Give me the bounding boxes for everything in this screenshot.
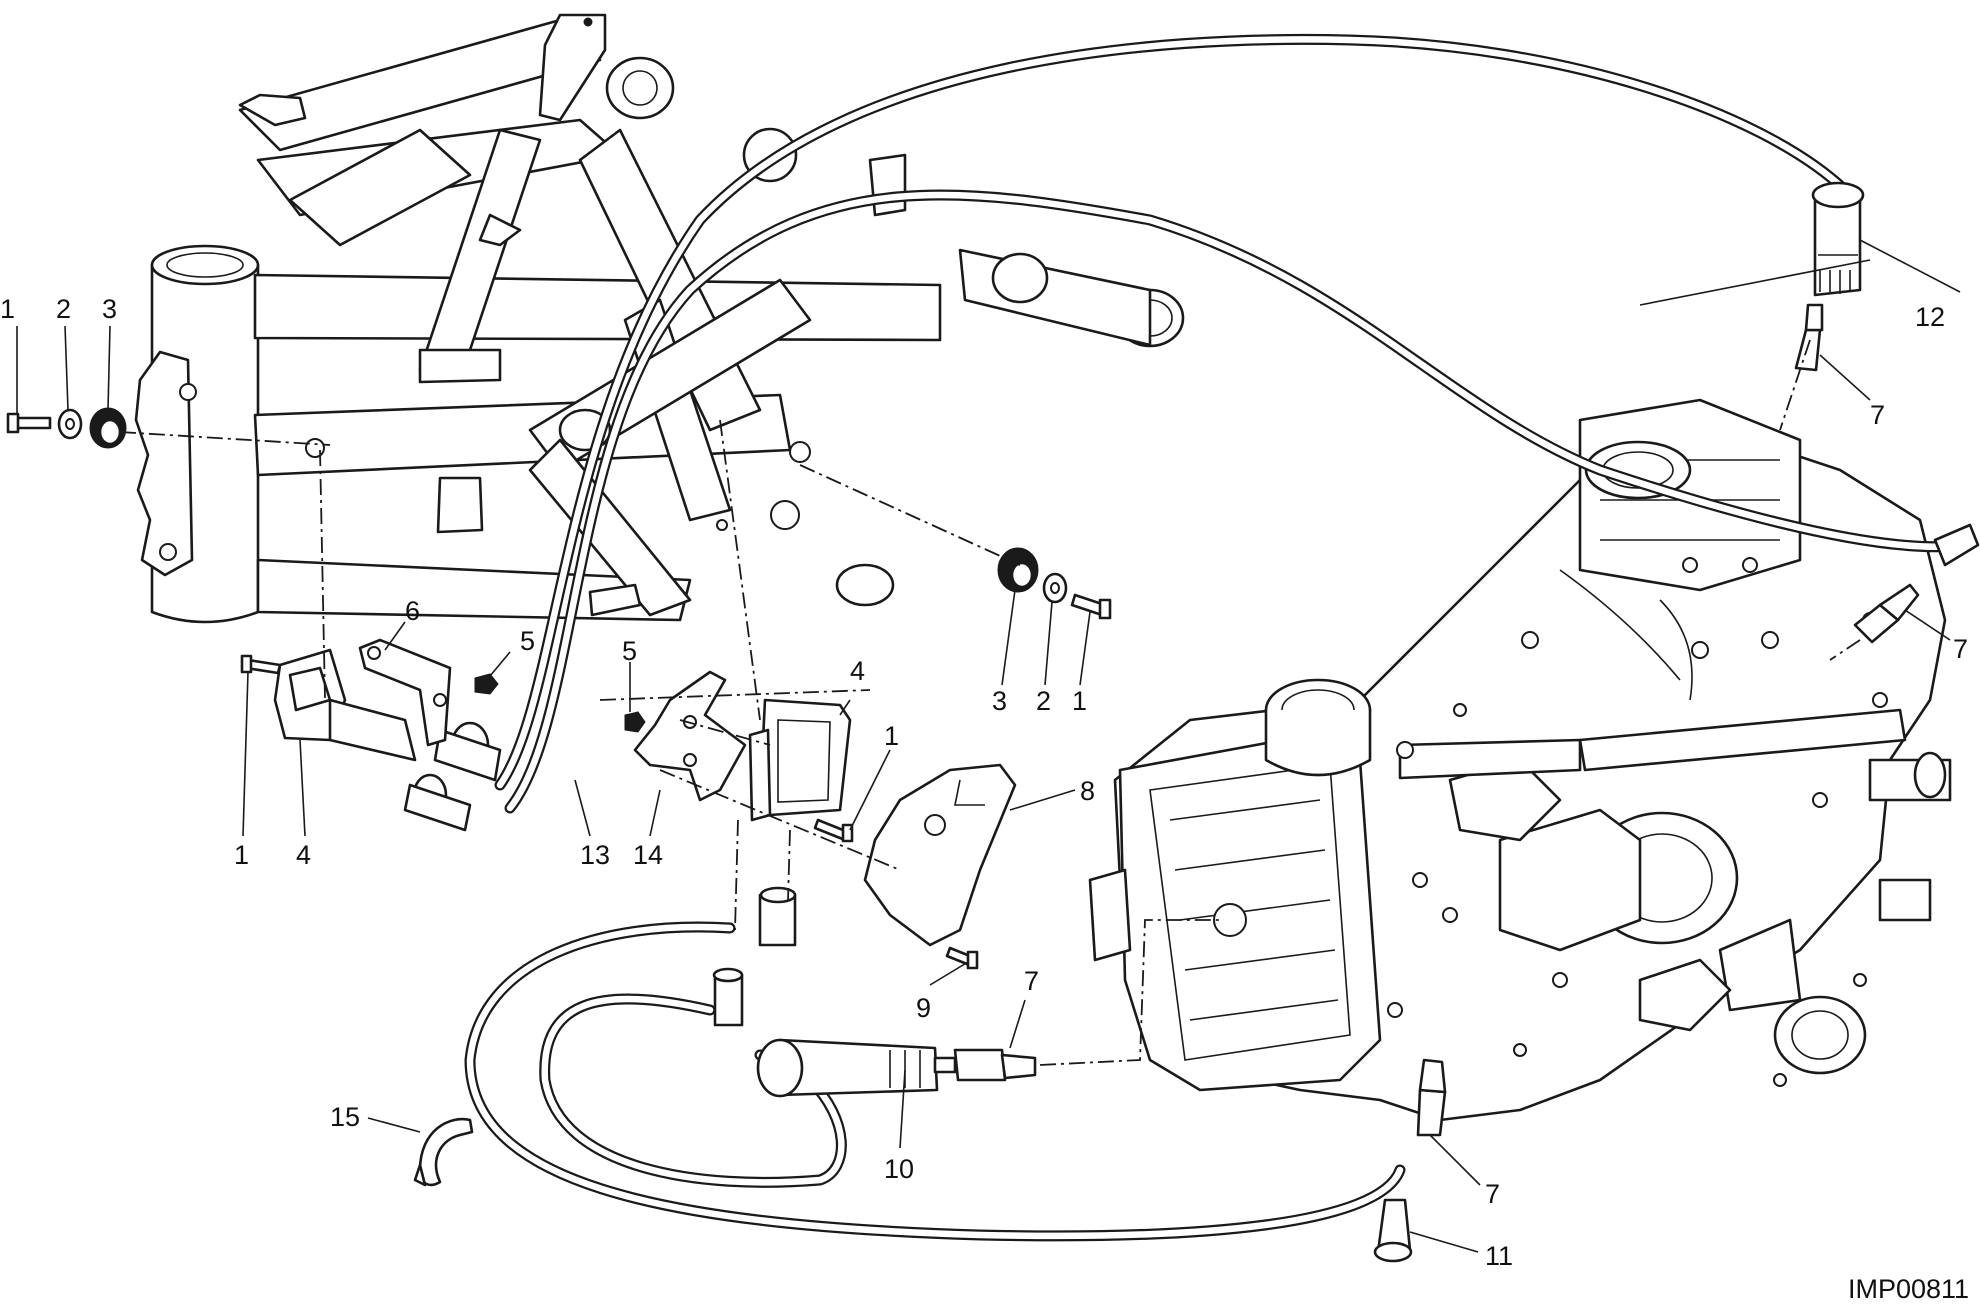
washer-2-right	[1042, 572, 1068, 604]
callout-1-coil-right: 1	[884, 721, 899, 751]
callout-9-screw: 9	[916, 993, 931, 1023]
spark-plug-cap-11	[1373, 1198, 1413, 1263]
callout-3-right-grommet: 3	[992, 686, 1007, 716]
cable-clip-15	[413, 1117, 474, 1187]
drawing-code: IMP00811	[1848, 1274, 1969, 1304]
coil-bracket-6	[358, 638, 452, 747]
screw-9	[945, 946, 979, 970]
callout-2-right-washer: 2	[1036, 686, 1051, 716]
callout-4-coil-right: 4	[850, 656, 865, 686]
screw-1-coil-right	[813, 818, 854, 843]
motorcycle-frame	[134, 13, 1185, 624]
engine-block	[1088, 398, 1952, 1122]
callout-8-cover: 8	[1080, 776, 1095, 806]
coil-boot-lower	[712, 886, 797, 1027]
hv-cables	[464, 33, 1971, 1242]
callout-6-bracket: 6	[405, 596, 420, 626]
spark-plug-cap-12	[1811, 181, 1865, 297]
spark-plug-right	[1853, 583, 1920, 644]
screw-1-right	[1070, 593, 1112, 620]
screw-1-coil-left	[240, 654, 282, 675]
callout-7-plug-right: 7	[1953, 634, 1968, 664]
assembly-lines	[119, 339, 1861, 1066]
coil-cover-8	[863, 763, 1017, 947]
leader-lines	[16, 239, 1961, 1253]
ignition-coil-right	[748, 698, 852, 822]
callout-3-left-grommet: 3	[102, 294, 117, 324]
callout-7-plug-front: 7	[1024, 966, 1039, 996]
spark-plug-cap-10	[756, 1038, 939, 1098]
callout-10-cap: 10	[884, 1154, 914, 1184]
nut-5-left	[474, 673, 499, 695]
callout-1-left-screw: 1	[0, 294, 15, 324]
rubber-grommet-3-right	[997, 547, 1039, 593]
spark-plug-front	[933, 1048, 1037, 1082]
callout-2-left-washer: 2	[56, 294, 71, 324]
nut-5-right	[624, 711, 646, 733]
spark-plug-top	[1794, 303, 1824, 372]
callout-1-right-screw: 1	[1072, 686, 1087, 716]
callout-7-plug-top: 7	[1870, 400, 1885, 430]
callout-5-nut-left: 5	[520, 626, 535, 656]
coil-bracket-14	[633, 670, 747, 802]
callout-labels: 1 2 3 3 2 1 1 4 6 5 5 4 1 8 13 14 12 7 7…	[0, 294, 1969, 1304]
callout-12-cap: 12	[1915, 302, 1945, 332]
callout-15-clip: 15	[330, 1102, 360, 1132]
rubber-grommet-3-left	[89, 407, 127, 449]
washer-2-left	[57, 408, 83, 440]
callout-14-bracket: 14	[633, 840, 663, 870]
spark-plug-cap-rear-horizontal	[1933, 523, 1980, 567]
screw-1-left	[6, 412, 52, 434]
callout-1-coil-left: 1	[234, 840, 249, 870]
callout-7-plug-lower: 7	[1485, 1179, 1500, 1209]
callout-11-cap: 11	[1485, 1241, 1513, 1271]
callout-5-nut-right: 5	[622, 636, 637, 666]
callout-13-cable: 13	[580, 840, 610, 870]
callout-4-coil-left: 4	[296, 840, 311, 870]
ignition-coil-left	[273, 648, 502, 832]
spark-plug-lower	[1416, 1058, 1447, 1137]
